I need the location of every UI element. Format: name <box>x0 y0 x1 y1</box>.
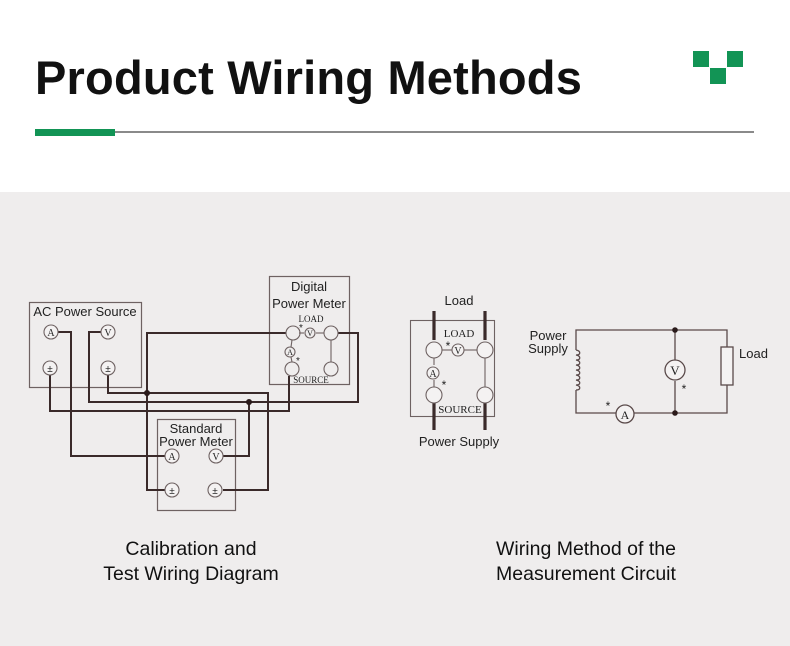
meter-box <box>409 319 496 418</box>
ac-power-source-box <box>28 301 143 389</box>
ac-terminal-pm-right <box>100 360 116 376</box>
std-terminal-v <box>208 448 224 464</box>
measurement-caption: Wiring Method of the Measurement Circuit <box>454 537 718 587</box>
std-terminal-pm-left <box>164 482 180 498</box>
digital-v-label: V <box>307 329 313 338</box>
wire-ac-pm-to-digital-source <box>49 375 290 412</box>
caption-line: Test Wiring Diagram <box>103 563 279 585</box>
circuit-top-wire <box>575 329 728 350</box>
digital-a-label: A <box>287 348 293 357</box>
meter-load-label: Load <box>445 293 474 308</box>
meter-power-supply-label: Power Supply <box>419 434 500 449</box>
digital-meter-label-line1: Digital <box>291 279 327 294</box>
digital-source-right-terminal <box>323 361 339 377</box>
polarity-mark: * <box>299 323 303 334</box>
caption-line: Measurement Circuit <box>496 563 676 585</box>
calibration-caption: Calibration and Test Wiring Diagram <box>60 537 322 587</box>
caption-line: Wiring Method of the <box>496 538 676 560</box>
std-terminal-v-label: V <box>212 452 220 463</box>
junction-dot <box>672 410 678 416</box>
circuit-load-label: Load <box>739 346 768 361</box>
std-terminal-a <box>164 448 180 464</box>
meter-ammeter-icon <box>426 366 440 380</box>
polarity-mark: * <box>682 382 687 396</box>
circuit-right-wire <box>634 385 728 414</box>
wire-std-v-to-junction <box>223 402 250 457</box>
ac-terminal-a-label: A <box>47 328 55 339</box>
meter-v-label: V <box>454 346 462 357</box>
digital-power-meter-box <box>268 275 351 386</box>
meter-source-left-terminal <box>425 386 443 404</box>
meter-source-right-terminal <box>476 386 494 404</box>
digital-meter-load-label: LOAD <box>299 314 324 324</box>
meter-load-right-terminal <box>476 341 494 359</box>
digital-source-left-terminal <box>284 361 300 377</box>
standard-power-meter-box <box>156 418 237 512</box>
ac-terminal-pm-label: ± <box>47 364 53 375</box>
standard-meter-label-line1: Standard <box>170 421 223 436</box>
caption-line: Calibration and <box>125 538 257 560</box>
meter-load-left-terminal <box>425 341 443 359</box>
header: Product Wiring Methods <box>0 0 790 192</box>
std-terminal-pm-label: ± <box>212 486 218 497</box>
ac-terminal-v <box>100 324 116 340</box>
std-terminal-a-label: A <box>168 452 176 463</box>
polarity-mark: * <box>296 356 300 367</box>
ac-terminal-pm-left <box>42 360 58 376</box>
junction-dot <box>672 327 678 333</box>
diagram-panel <box>0 192 790 646</box>
page-title: Product Wiring Methods <box>35 51 583 104</box>
std-terminal-pm-right <box>207 482 223 498</box>
circuit-power-label-line1: Power <box>530 328 568 343</box>
brand-logo-icon <box>693 51 745 86</box>
wire-digital-load-to-std-pm <box>146 332 286 491</box>
title-divider-accent <box>35 129 115 136</box>
digital-ammeter-icon <box>284 346 296 358</box>
circuit-power-label-line2: Supply <box>528 341 568 356</box>
wire-ac-pm-to-std-pm <box>107 375 269 491</box>
std-terminal-pm-label: ± <box>169 486 175 497</box>
digital-load-right-terminal <box>323 325 339 341</box>
circuit-voltmeter-icon <box>664 359 686 381</box>
ac-power-source-label: AC Power Source <box>33 304 136 319</box>
meter-a-label: A <box>429 369 437 380</box>
ac-terminal-v-label: V <box>104 328 112 339</box>
digital-voltmeter-icon <box>304 327 316 339</box>
digital-meter-source-label: SOURCE <box>293 375 329 385</box>
meter-source-terminal-label: SOURCE <box>438 404 482 416</box>
load-resistor-icon <box>720 346 734 386</box>
power-supply-coil-icon <box>575 349 581 391</box>
meter-load-terminal-label: LOAD <box>444 328 475 340</box>
polarity-mark: * <box>442 378 447 392</box>
junction-dot <box>246 399 252 405</box>
wire-ac-v-to-digital-load <box>88 331 359 403</box>
digital-load-left-terminal <box>285 325 301 341</box>
circuit-a-label: A <box>621 408 630 422</box>
polarity-mark: * <box>446 339 451 353</box>
circuit-bottom-wire <box>575 390 617 414</box>
circuit-ammeter-icon <box>615 404 635 424</box>
title-divider <box>35 131 754 133</box>
ac-terminal-a <box>43 324 59 340</box>
meter-voltmeter-icon <box>451 343 465 357</box>
junction-dot <box>144 390 150 396</box>
ac-terminal-pm-label: ± <box>105 364 111 375</box>
polarity-mark: * <box>606 399 611 413</box>
digital-meter-label-line2: Power Meter <box>272 296 346 311</box>
wire-ac-a-to-std-a <box>58 331 165 457</box>
circuit-v-label: V <box>670 363 680 378</box>
standard-meter-label-line2: Power Meter <box>159 434 233 449</box>
